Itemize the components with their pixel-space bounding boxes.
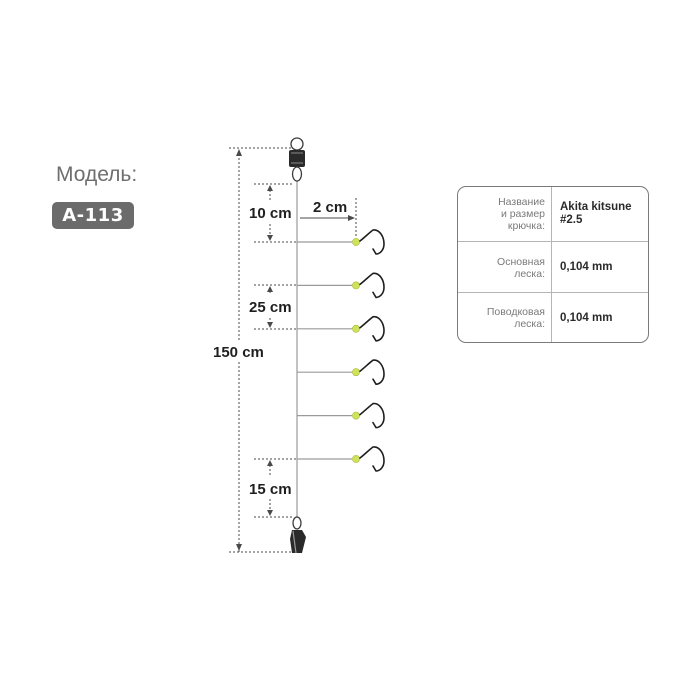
spec-value-main-line: 0,104 mm bbox=[560, 261, 613, 273]
spec-table: Название и размер крючка: Akita kitsune … bbox=[457, 186, 649, 343]
spec-row-leader-line: Поводковая леска: 0,104 mm bbox=[458, 292, 648, 342]
top-swivel bbox=[289, 137, 305, 182]
top-gap-dimension bbox=[254, 183, 296, 243]
spec-label-leader-line: Поводковая леска: bbox=[458, 293, 552, 342]
hook-icon bbox=[359, 446, 385, 472]
model-label: Модель: bbox=[56, 163, 138, 186]
spec-row-main-line: Основная леска: 0,104 mm bbox=[458, 241, 648, 293]
dropper-4 bbox=[297, 359, 385, 386]
hook-icon bbox=[359, 359, 385, 386]
total-length-dimension bbox=[229, 147, 292, 553]
hook-spacing-label: 25 cm bbox=[249, 299, 292, 316]
dropper-group bbox=[297, 229, 385, 472]
hook-icon bbox=[359, 229, 385, 255]
bead bbox=[352, 281, 360, 290]
dropper-1 bbox=[297, 229, 385, 255]
spec-value-hook: Akita kitsune #2.5 bbox=[560, 201, 632, 226]
bead bbox=[352, 368, 360, 377]
dropper-3 bbox=[297, 315, 385, 342]
bottom-gap-label: 15 cm bbox=[249, 481, 292, 498]
dropper-5 bbox=[297, 402, 385, 429]
hook-icon bbox=[359, 272, 385, 299]
model-code-badge: A-113 bbox=[52, 202, 134, 229]
hook-icon bbox=[359, 315, 385, 342]
leader-length-label: 2 cm bbox=[313, 199, 347, 216]
spec-row-hook: Название и размер крючка: Akita kitsune … bbox=[458, 187, 648, 241]
spec-value-leader-line: 0,104 mm bbox=[560, 311, 613, 324]
dropper-6 bbox=[297, 446, 385, 472]
bead bbox=[352, 324, 360, 333]
top-gap-label: 10 cm bbox=[249, 205, 292, 222]
bottom-gap-dimension bbox=[254, 458, 296, 518]
bead bbox=[352, 238, 360, 246]
spec-label-main-line: Основная леска: bbox=[458, 242, 552, 293]
hook-icon bbox=[359, 402, 385, 429]
dropper-2 bbox=[297, 272, 385, 299]
leader-length-dimension bbox=[300, 198, 357, 238]
total-length-label: 150 cm bbox=[213, 344, 264, 361]
bottom-snap bbox=[290, 516, 306, 554]
spec-label-hook: Название и размер крючка: bbox=[458, 187, 552, 241]
bead bbox=[352, 411, 360, 420]
hook-spacing-dimension bbox=[254, 284, 296, 330]
bead bbox=[352, 455, 360, 463]
